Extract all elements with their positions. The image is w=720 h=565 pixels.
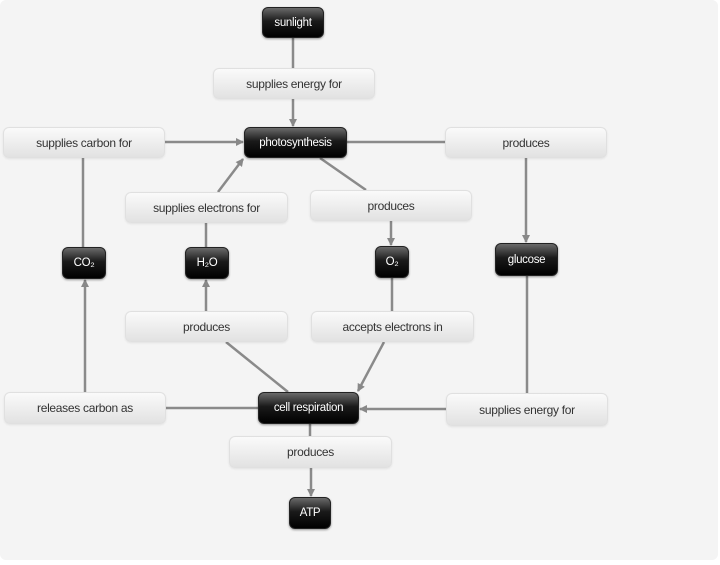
- link-supplies-electrons: supplies electrons for: [125, 192, 288, 223]
- link-produces-atp: produces: [229, 436, 392, 468]
- link-supplies-energy-bottom: supplies energy for: [446, 393, 608, 426]
- link-produces-glucose: produces: [445, 127, 607, 158]
- link-releases-carbon: releases carbon as: [4, 392, 166, 424]
- concept-photosynthesis: photosynthesis: [244, 127, 347, 158]
- link-produces-o2: produces: [310, 190, 472, 221]
- link-supplies-carbon: supplies carbon for: [3, 127, 165, 158]
- concept-co2: CO₂: [62, 247, 106, 279]
- edge-photosynthesis-produces-o2: [319, 156, 367, 192]
- concept-atp: ATP: [289, 497, 331, 529]
- concept-cell-respiration: cell respiration: [258, 392, 359, 424]
- link-accepts-electrons: accepts electrons in: [311, 311, 474, 342]
- link-supplies-energy-top: supplies energy for: [213, 68, 375, 99]
- concept-sunlight: sunlight: [262, 7, 324, 38]
- edge-accepts-respiration: [356, 341, 386, 392]
- link-produces-h2o: produces: [125, 311, 288, 342]
- edge-respiration-produces-h2o: [225, 341, 289, 393]
- concept-o2: O₂: [375, 246, 409, 278]
- concept-h2o: H₂O: [185, 247, 229, 279]
- concept-glucose: glucose: [495, 243, 558, 276]
- edge-electrons-photosynthesis: [217, 158, 244, 193]
